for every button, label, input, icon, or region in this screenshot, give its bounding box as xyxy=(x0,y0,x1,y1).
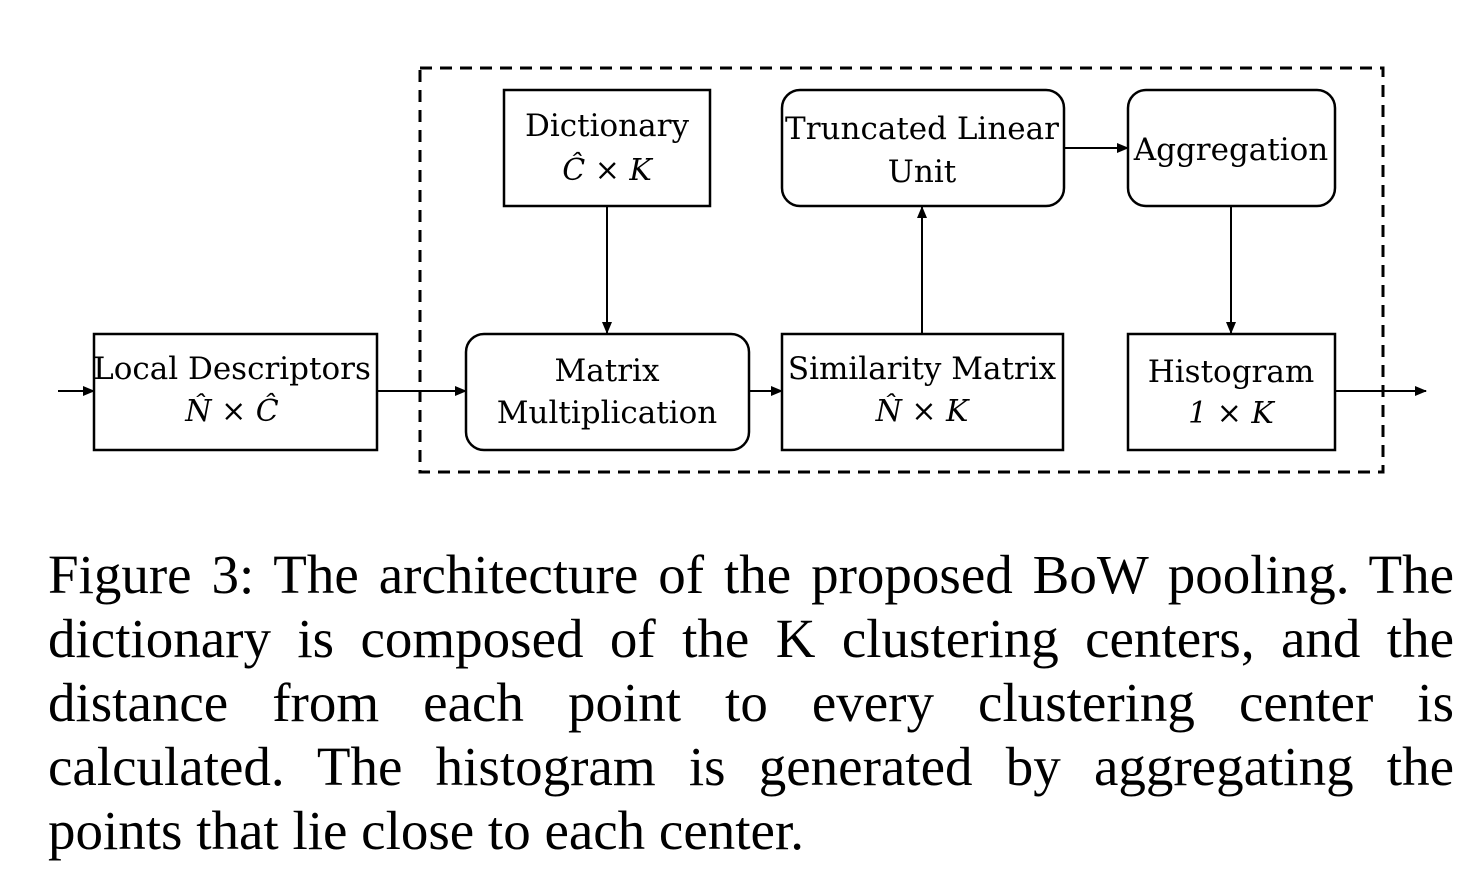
truncated-linear-unit-line2: Unit xyxy=(888,154,957,190)
aggregation-node: Aggregation xyxy=(1126,88,1337,208)
similarity-matrix-node: Similarity Matrix N̂ × K xyxy=(780,332,1065,452)
local-descriptors-dims: N̂ × Ĉ xyxy=(184,393,278,429)
truncated-linear-unit-line1: Truncated Linear xyxy=(785,111,1059,147)
dictionary-dims: Ĉ × K xyxy=(562,152,653,188)
similarity-matrix-label: Similarity Matrix xyxy=(788,351,1057,387)
similarity-matrix-dims: N̂ × K xyxy=(875,394,970,429)
matrix-multiplication-line2: Multiplication xyxy=(497,395,718,431)
figure-caption: Figure 3: The architecture of the propos… xyxy=(48,544,1454,861)
aggregation-label: Aggregation xyxy=(1133,132,1329,168)
matrix-multiplication-line1: Matrix xyxy=(555,353,660,389)
histogram-dims: 1 × K xyxy=(1188,396,1275,431)
truncated-linear-unit-node: Truncated Linear Unit xyxy=(780,88,1066,208)
histogram-label: Histogram xyxy=(1148,354,1315,390)
matrix-multiplication-node: Matrix Multiplication xyxy=(464,332,751,452)
histogram-node: Histogram 1 × K xyxy=(1126,332,1337,452)
dictionary-label: Dictionary xyxy=(525,108,689,144)
bow-pooling-module-boundary xyxy=(418,66,1385,474)
bow-pooling-diagram: Local Descriptors N̂ × Ĉ Dictionary Ĉ × … xyxy=(58,66,1427,474)
local-descriptors-node: Local Descriptors N̂ × Ĉ xyxy=(92,332,379,452)
local-descriptors-label: Local Descriptors xyxy=(93,351,371,387)
dictionary-node: Dictionary Ĉ × K xyxy=(502,88,712,208)
